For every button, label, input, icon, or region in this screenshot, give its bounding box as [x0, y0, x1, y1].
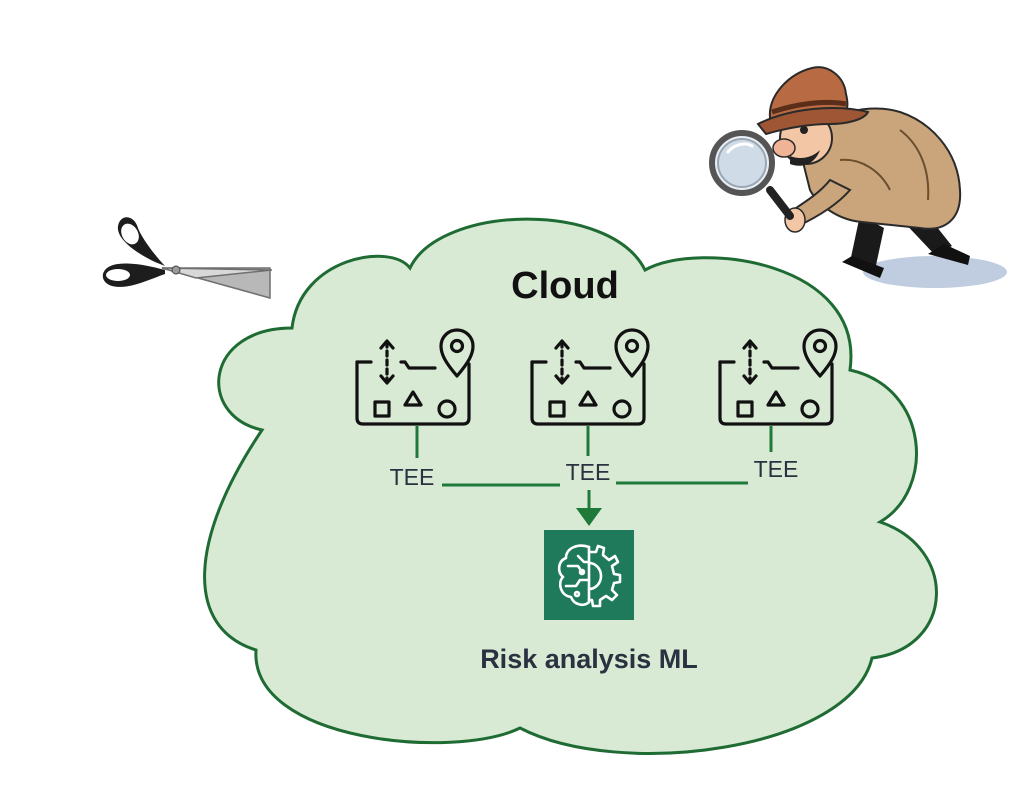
- cloud-title: Cloud: [511, 265, 619, 307]
- tee-connectors: [415, 426, 773, 510]
- tee-label: TEE: [390, 464, 435, 490]
- tee-label: TEE: [566, 459, 611, 485]
- tee-label: TEE: [754, 456, 799, 482]
- detective-with-magnifier: [709, 66, 1007, 288]
- arrow-head: [576, 508, 602, 526]
- ml-label: Risk analysis ML: [480, 644, 698, 674]
- scissors-icon: [102, 217, 273, 299]
- brain-gear-icon: [557, 544, 622, 608]
